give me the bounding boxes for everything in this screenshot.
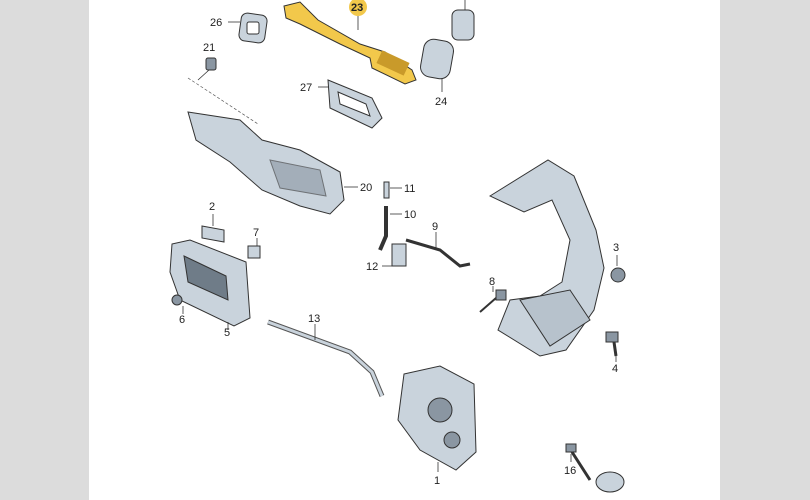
label-23: 23 bbox=[351, 2, 363, 14]
part-21-screw[interactable]: 21 bbox=[187, 42, 259, 125]
part-9-rod[interactable]: 9 bbox=[405, 221, 471, 268]
label-3: 3 bbox=[613, 242, 619, 254]
part-5-inner-handle[interactable]: 5 bbox=[169, 239, 251, 339]
part-2[interactable]: 2 bbox=[201, 201, 225, 243]
label-7: 7 bbox=[253, 227, 259, 239]
part-13-cable[interactable]: 13 bbox=[267, 313, 385, 397]
part-4-bolt[interactable]: 4 bbox=[605, 331, 619, 375]
label-2: 2 bbox=[209, 201, 215, 213]
part-27-gasket[interactable]: 27 bbox=[300, 79, 383, 129]
label-6: 6 bbox=[179, 314, 185, 326]
part-1-lock[interactable]: 1 bbox=[397, 365, 477, 487]
label-1: 1 bbox=[434, 475, 440, 487]
label-26: 26 bbox=[210, 17, 222, 29]
label-11: 11 bbox=[404, 183, 415, 195]
label-9: 9 bbox=[432, 221, 438, 233]
part-10[interactable]: 10 bbox=[378, 206, 416, 251]
part-24-cap[interactable]: 24 bbox=[419, 0, 475, 108]
part-3-nut[interactable]: 3 bbox=[610, 242, 626, 283]
part-20-handle-carrier[interactable]: 20 bbox=[187, 111, 372, 215]
part-16-striker[interactable]: 16 bbox=[564, 443, 625, 493]
door-frame bbox=[488, 159, 605, 357]
label-12: 12 bbox=[366, 261, 378, 273]
label-10: 10 bbox=[404, 209, 416, 221]
label-24: 24 bbox=[435, 96, 447, 108]
label-20: 20 bbox=[360, 182, 372, 194]
part-12-clip[interactable]: 12 bbox=[366, 243, 407, 273]
label-5: 5 bbox=[224, 327, 230, 339]
label-27: 27 bbox=[300, 82, 312, 94]
part-6-screw[interactable]: 6 bbox=[171, 294, 185, 326]
part-26[interactable]: 26 bbox=[210, 12, 268, 44]
label-21: 21 bbox=[203, 42, 215, 54]
label-4: 4 bbox=[612, 363, 618, 375]
part-11[interactable]: 11 bbox=[383, 181, 415, 199]
label-13: 13 bbox=[308, 313, 320, 325]
part-8[interactable]: 8 bbox=[479, 276, 507, 313]
part-23-door-handle[interactable]: 23 bbox=[283, 0, 417, 85]
label-16: 16 bbox=[564, 465, 576, 477]
part-7[interactable]: 7 bbox=[247, 227, 261, 259]
label-8: 8 bbox=[489, 276, 495, 288]
